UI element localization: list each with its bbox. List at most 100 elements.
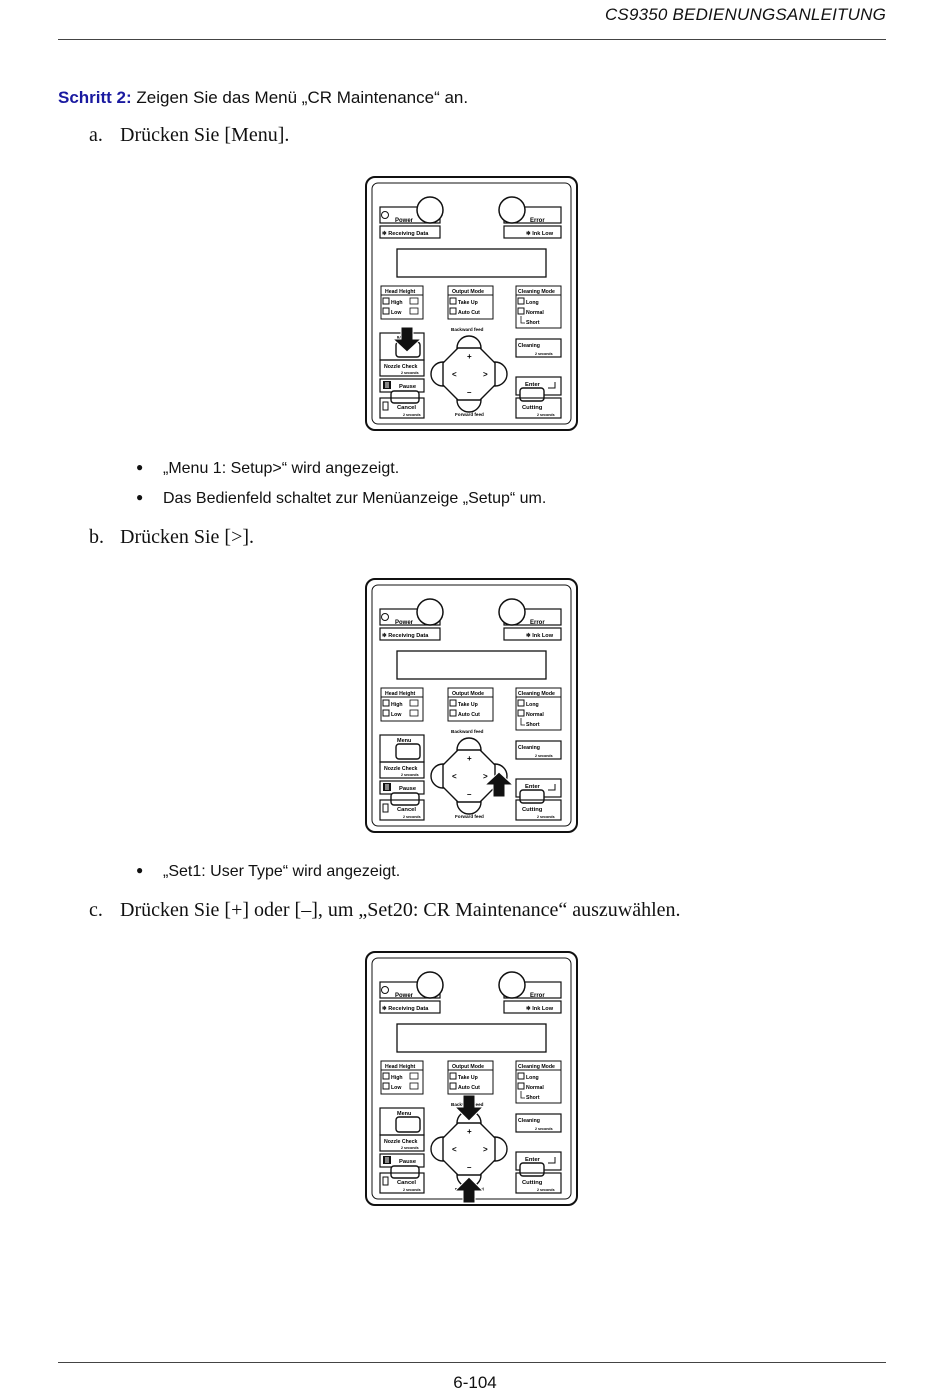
substep-b: b.Drücken Sie [>]. [89, 526, 254, 549]
nozzle-check-label: Nozzle Check [384, 1139, 418, 1145]
panel-figure-c: Power ✻ Receiving Data Error ✻ Ink Low H… [365, 951, 578, 1206]
dpad-center [442, 347, 496, 401]
normal-checkbox [517, 709, 525, 717]
plus-label: + [467, 352, 472, 361]
cancel-label: Cancel [397, 807, 416, 813]
pause-button[interactable] [390, 1165, 420, 1179]
substep-text: Drücken Sie [+] oder [–], um „Set20: CR … [120, 899, 681, 921]
cutting-label: Cutting [522, 807, 543, 813]
nozzle-check-button[interactable] [379, 1134, 425, 1152]
output-mode-group [447, 1060, 494, 1095]
receiving-label: ✻ Receiving Data [382, 1005, 429, 1012]
power-button[interactable] [416, 196, 444, 224]
forward-feed-label: Forward feed [455, 412, 484, 417]
error-led [498, 598, 526, 626]
low-icon [409, 709, 419, 717]
substep-letter: a. [89, 124, 103, 146]
cutting-seconds: 2 seconds [537, 815, 555, 819]
minus-label: – [467, 1163, 472, 1172]
pause-button[interactable] [390, 390, 420, 404]
pause-button[interactable] [390, 792, 420, 806]
panel-figure-a: Power ✻ Receiving Data Error ✻ Ink Low H… [365, 176, 578, 431]
control-panel-diagram: Power ✻ Receiving Data Error ✻ Ink Low H… [365, 578, 578, 833]
long-checkbox [517, 297, 525, 305]
press-arrows [453, 1094, 485, 1204]
cutting-button-frame[interactable] [515, 397, 562, 419]
running-header: CS9350 BEDIENUNGSANLEITUNG [604, 5, 886, 24]
low-icon [409, 1082, 419, 1090]
power-label: Power [395, 620, 414, 626]
step-text: Zeigen Sie das Menü „CR Maintenance“ an. [131, 88, 469, 107]
bullet-icon: ● [136, 460, 144, 474]
enter-label: Enter [525, 784, 541, 790]
step-heading: Schritt 2: Zeigen Sie das Menü „CR Maint… [58, 88, 468, 108]
cleaning-button-frame[interactable] [515, 740, 562, 760]
ink-low-label: ✻ Ink Low [526, 230, 554, 237]
enter-button[interactable] [519, 387, 545, 402]
cancel-button-frame[interactable] [379, 1172, 425, 1194]
pause-icon [383, 1156, 391, 1164]
power-button[interactable] [416, 598, 444, 626]
cleaning-mode-group [515, 1060, 562, 1104]
low-checkbox [382, 1082, 390, 1090]
head-height-label: Head Height [385, 1064, 416, 1070]
power-button[interactable] [416, 971, 444, 999]
panel-outer [365, 578, 578, 833]
cancel-button-frame[interactable] [379, 397, 425, 419]
step-label: Schritt 2: [58, 88, 132, 107]
cancel-button-frame[interactable] [379, 799, 425, 821]
bullet-text: „Menu 1: Setup>“ wird angezeigt. [163, 460, 400, 477]
cleaning-button-frame[interactable] [515, 338, 562, 358]
cleaning-seconds: 2 seconds [535, 352, 553, 356]
menu-button[interactable] [395, 1116, 421, 1133]
cleaning-seconds: 2 seconds [535, 1127, 553, 1131]
enter-icon [548, 1157, 556, 1164]
normal-checkbox [517, 307, 525, 315]
head-height-group [380, 687, 424, 722]
high-checkbox [382, 699, 390, 707]
panel-inner [371, 584, 572, 827]
error-label: Error [530, 993, 545, 999]
bullet-icon: ● [136, 863, 144, 877]
cutting-button-frame[interactable] [515, 799, 562, 821]
cutting-label: Cutting [522, 405, 543, 411]
cleaning-button-frame[interactable] [515, 1113, 562, 1133]
cleaning-label: Cleaning [518, 343, 540, 349]
substep-letter: c. [89, 899, 103, 921]
substep-c: c. Drücken Sie [+] oder [–], um „Set20: C… [89, 899, 681, 922]
menu-label: Menu [397, 738, 411, 744]
cleaning-label: Cleaning [518, 745, 540, 751]
nozzle-check-label: Nozzle Check [384, 364, 418, 370]
ink-low-led-box [503, 1000, 562, 1014]
bullet-item: ●Das Bedienfeld schaltet zur Menüanzeige… [136, 490, 546, 508]
auto-cut-checkbox [449, 307, 457, 315]
power-label: Power [395, 218, 414, 224]
page-number: 6-104 [453, 1373, 497, 1392]
output-mode-label: Output Mode [452, 691, 484, 697]
cleaning-mode-group [515, 285, 562, 329]
low-label: Low [391, 310, 402, 316]
cutting-seconds: 2 seconds [537, 413, 555, 417]
error-label: Error [530, 218, 545, 224]
high-label: High [391, 1075, 403, 1081]
cleaning-mode-label: Cleaning Mode [518, 1064, 555, 1070]
power-symbol-icon [381, 986, 389, 994]
power-symbol-icon [381, 613, 389, 621]
normal-label: Normal [526, 712, 544, 718]
minus-label: – [467, 790, 472, 799]
nozzle-seconds: 2 seconds [401, 773, 419, 777]
nozzle-check-button[interactable] [379, 761, 425, 779]
bullet-text: „Set1: User Type“ wird angezeigt. [163, 863, 401, 880]
menu-button[interactable] [395, 743, 421, 760]
panel-figure-b: Power ✻ Receiving Data Error ✻ Ink Low H… [365, 578, 578, 833]
enter-button[interactable] [519, 789, 545, 804]
output-mode-label: Output Mode [452, 1064, 484, 1070]
enter-button[interactable] [519, 1162, 545, 1177]
ink-low-led-box [503, 627, 562, 641]
output-mode-group [447, 285, 494, 320]
cutting-label: Cutting [522, 1180, 543, 1186]
pause-label: Pause [399, 1159, 417, 1165]
cutting-button-frame[interactable] [515, 1172, 562, 1194]
substep-text: Drücken Sie [>]. [120, 526, 255, 548]
nozzle-check-button[interactable] [379, 359, 425, 377]
